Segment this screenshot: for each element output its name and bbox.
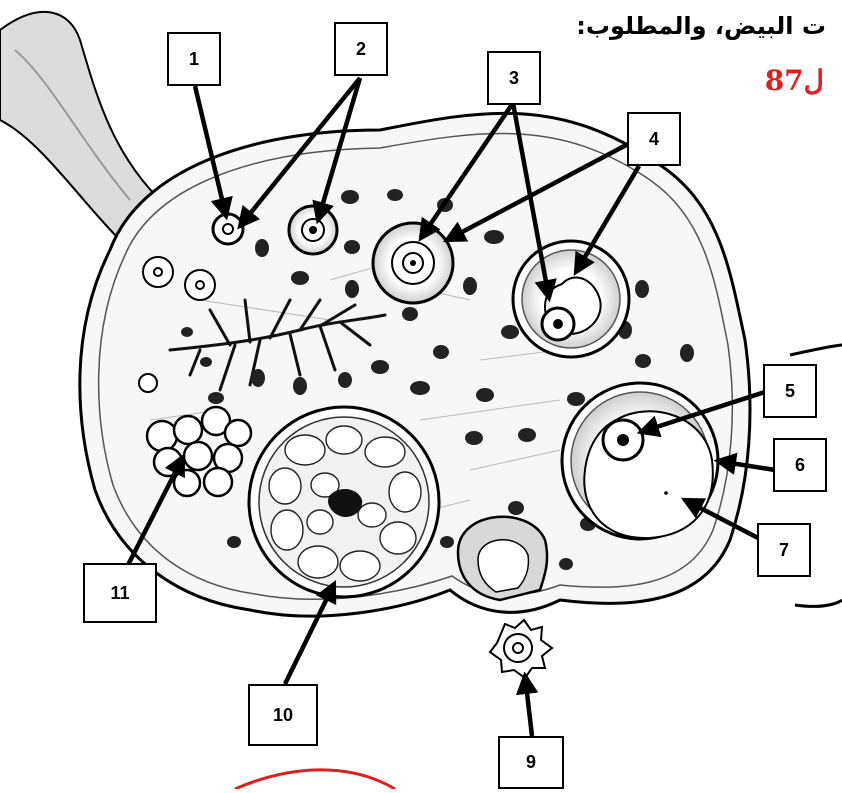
label-box-9: 9 [498,736,564,789]
page-reference: ل87 [765,64,824,97]
label-box-6: 6 [773,438,827,492]
label-box-3: 3 [487,51,541,105]
released-oocyte [490,620,552,678]
stamp-arc [235,770,395,789]
label-box-2: 2 [334,22,388,76]
label-box-11: 11 [83,563,157,623]
follicle-2-primary [289,206,337,254]
label-box-10: 10 [248,684,318,746]
label-box-4: 4 [627,112,681,166]
label-box-5: 5 [763,364,817,418]
instruction-line: ت البيض، والمطلوب: [576,12,826,40]
follicle-secondary [373,223,453,303]
follicle-tertiary [513,241,629,357]
label-box-1: 1 [167,32,221,86]
corpus-luteum [249,407,439,597]
label-box-7: 7 [757,523,811,577]
follicle-mature-graafian [562,383,718,539]
follicle-1-primordial [213,214,243,244]
ruptured-follicle [458,517,547,600]
